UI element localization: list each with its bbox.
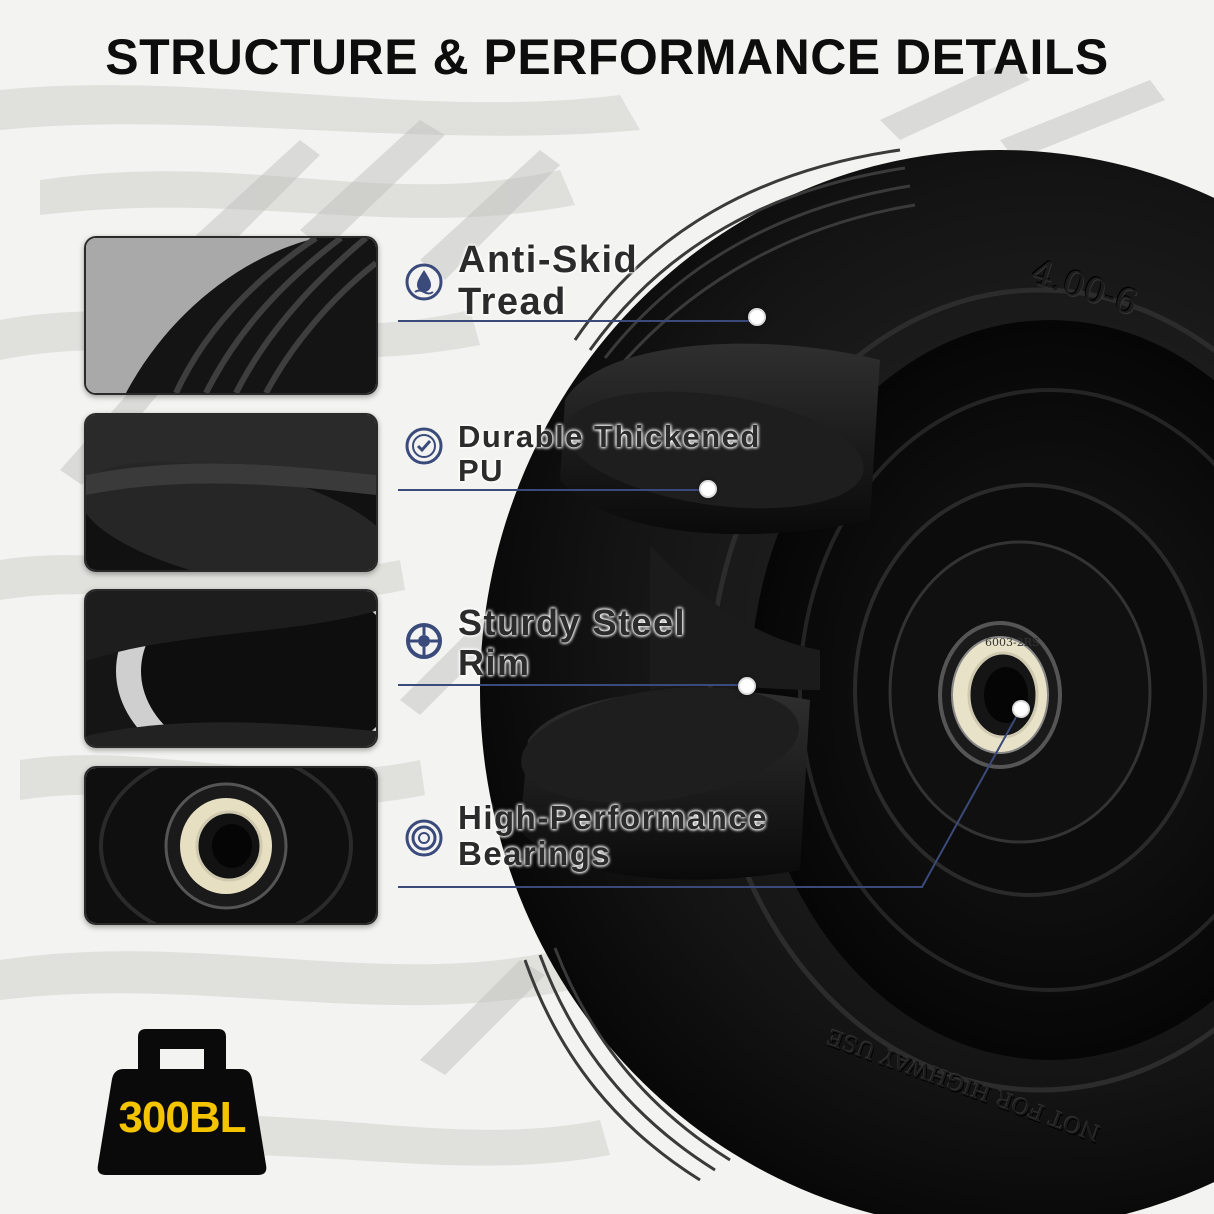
feature-durable-line2: PU xyxy=(458,453,505,489)
rim-gear-icon xyxy=(406,623,442,659)
load-capacity-badge: 300BL xyxy=(118,1093,246,1142)
bearing-code-label: 6003-2RS xyxy=(985,636,1040,649)
feature-rim-line1: Sturdy Steel xyxy=(458,602,687,643)
detail-bearing-image xyxy=(84,766,378,925)
hotspot-rim xyxy=(738,677,756,695)
bearing-ring-icon xyxy=(405,819,443,857)
leader-line-pu xyxy=(398,489,708,491)
feature-anti-skid-line2: Tread xyxy=(458,280,567,323)
page-title: STRUCTURE & PERFORMANCE DETAILS xyxy=(105,29,1109,85)
feature-durable-line1: Durable Thickened xyxy=(458,419,761,454)
hotspot-bearings xyxy=(1012,700,1030,718)
detail-rim-image xyxy=(84,589,378,748)
hotspot-tread xyxy=(748,308,766,326)
tread-drop-icon xyxy=(405,263,443,301)
feature-anti-skid-line1: Anti-Skid xyxy=(458,239,639,281)
feature-bearings-line2: Bearings xyxy=(458,835,612,873)
detail-tread-image xyxy=(84,236,378,395)
weight-icon xyxy=(97,1029,267,1175)
detail-pu-image xyxy=(84,413,378,572)
feature-rim-line2: Rim xyxy=(458,641,531,683)
hotspot-pu xyxy=(699,480,717,498)
leader-line-rim xyxy=(398,684,738,686)
feature-bearings-line1: High-Performance xyxy=(458,799,769,836)
badge-seal-icon xyxy=(405,427,443,465)
leader-line-tread xyxy=(398,320,758,322)
leader-line-bearings xyxy=(398,886,923,888)
